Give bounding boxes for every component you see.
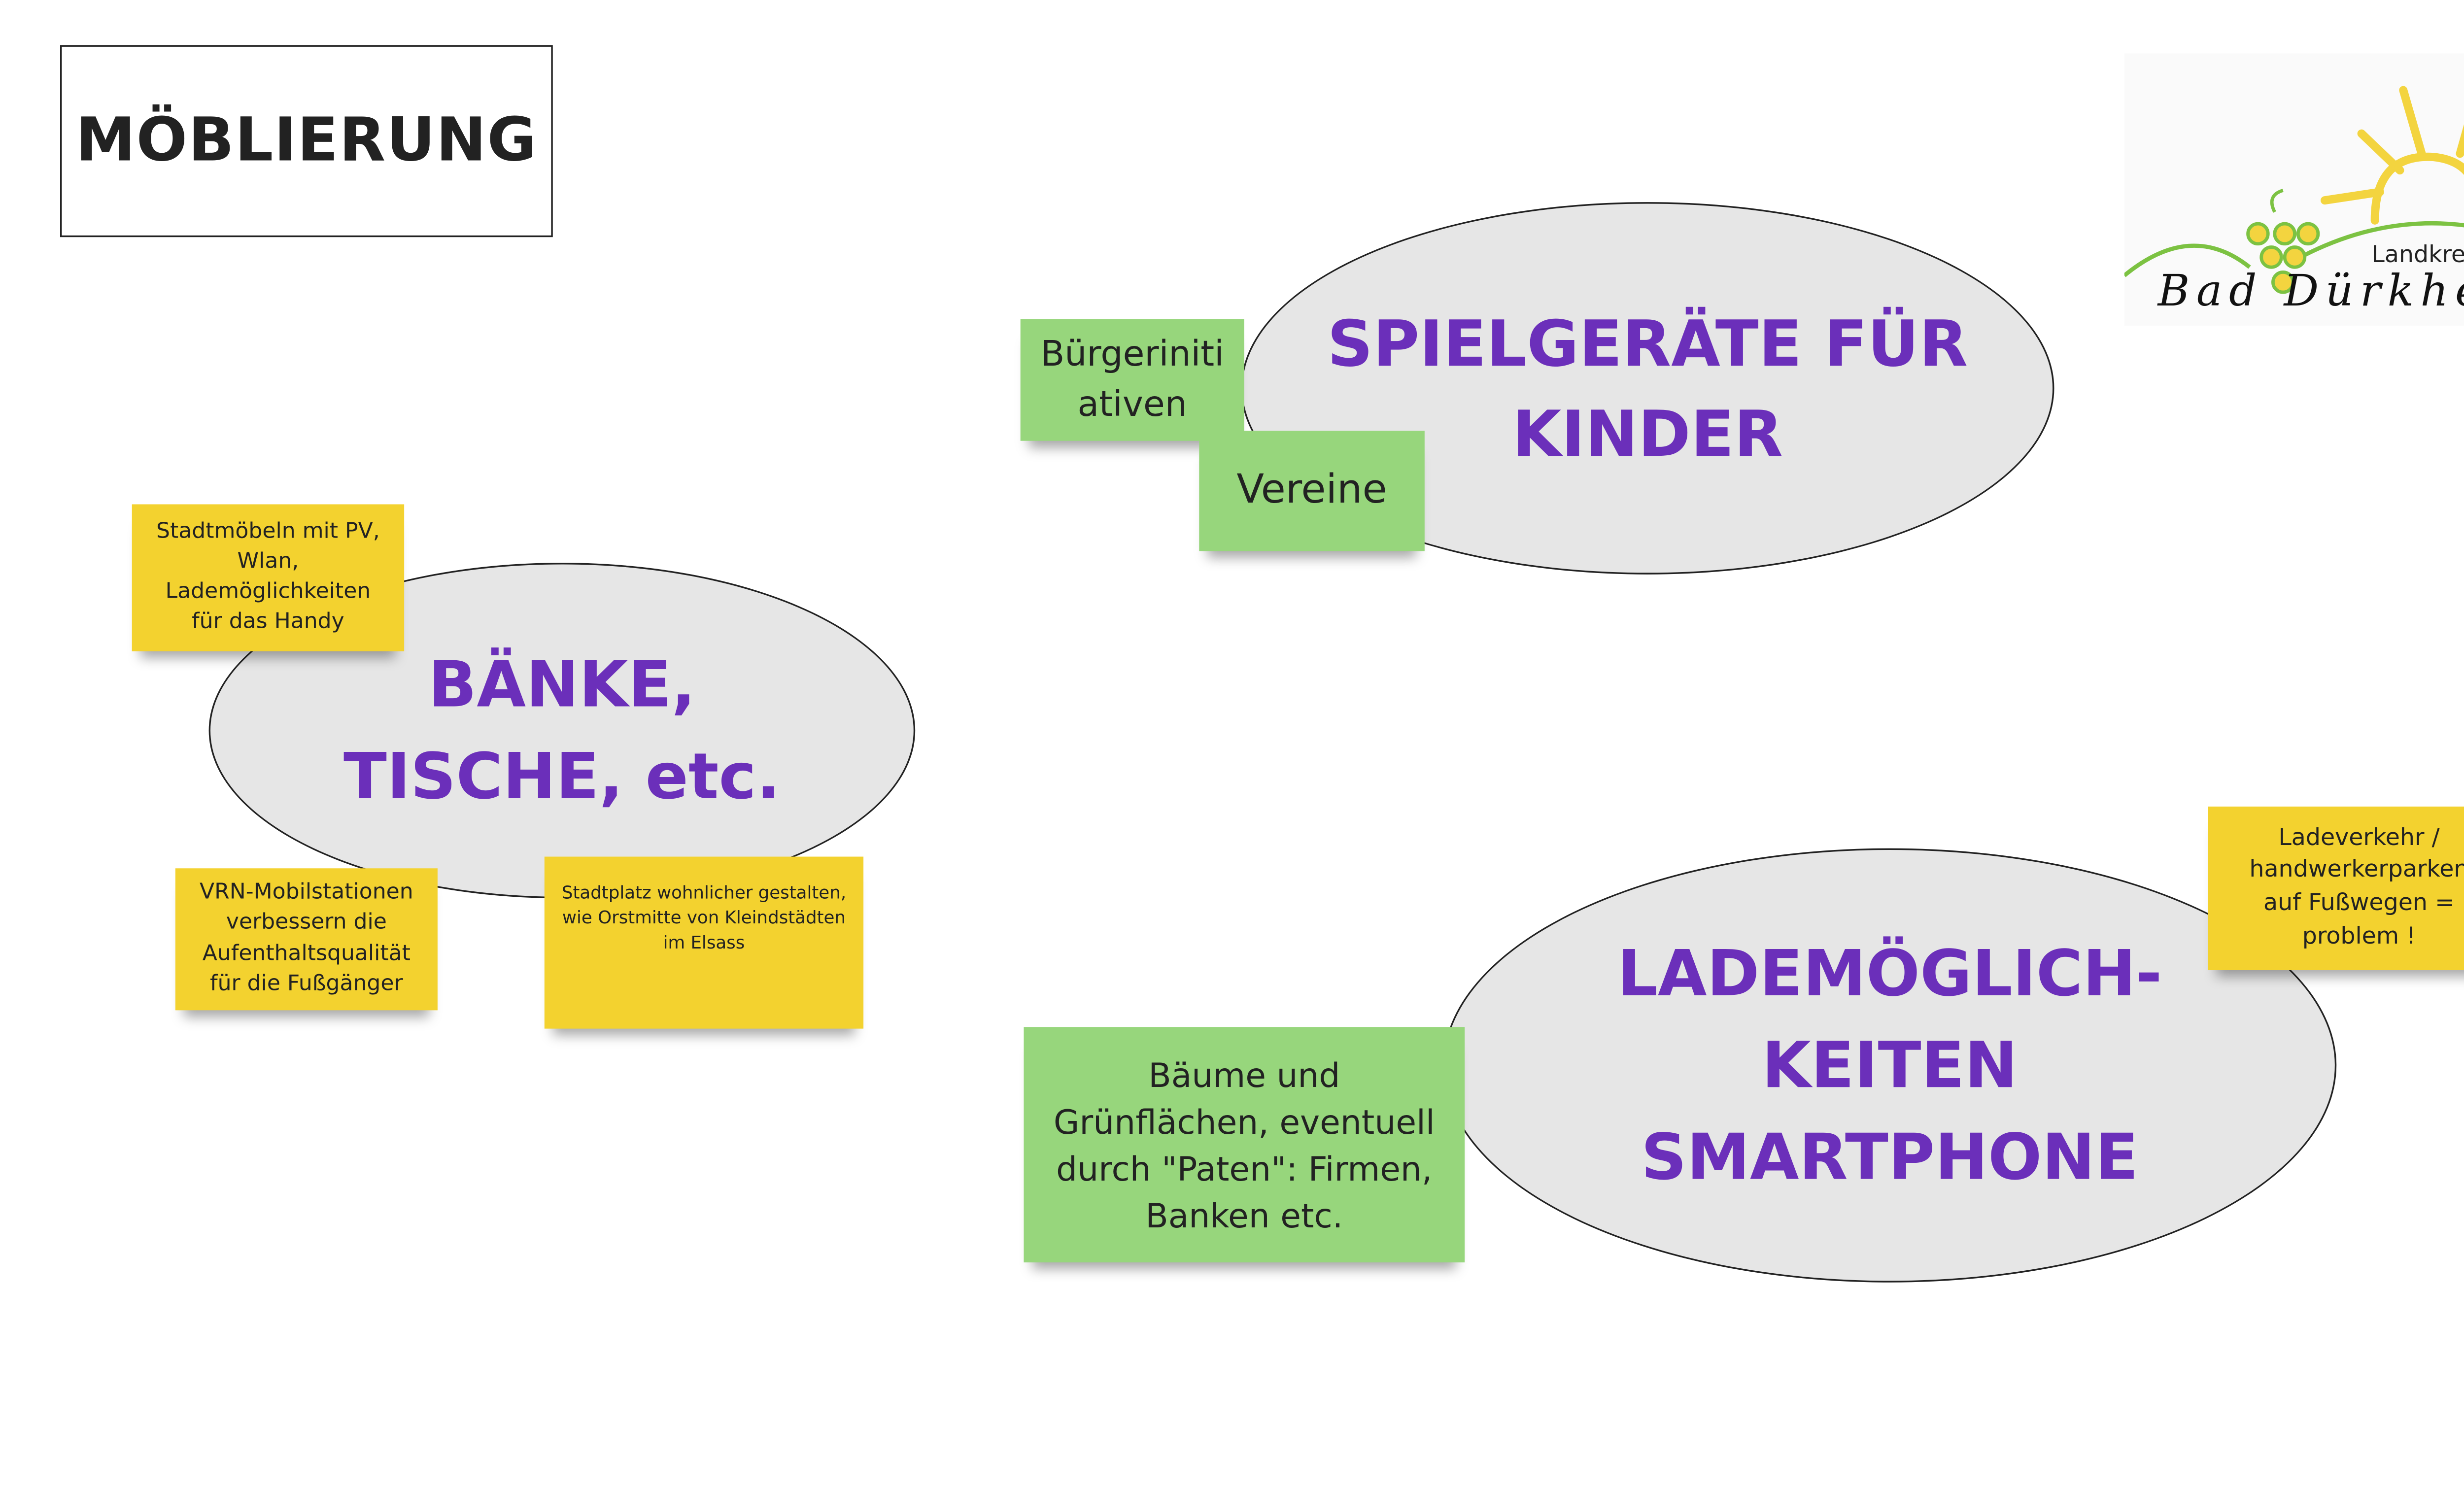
topic-line: BÄNKE, (428, 647, 696, 721)
landkreis-logo: Landkreis Bad Dürkheim (2123, 53, 2464, 326)
sticky-note-baeume[interactable]: Bäume und Grünflächen, eventuell durch "… (1024, 1027, 1465, 1263)
topic-line: TISCHE, etc. (343, 739, 781, 813)
topic-spielgeraete[interactable]: SPIELGERÄTE FÜR KINDER (1241, 202, 2054, 575)
sticky-note-vereine[interactable]: Vereine (1199, 431, 1425, 551)
board-title: MÖBLIERUNG (60, 45, 553, 237)
topic-line: SMARTPHONE (1641, 1119, 2139, 1193)
topic-line: KINDER (1512, 396, 1783, 471)
sticky-note-stadtmoebeln[interactable]: Stadtmöbeln mit PV, Wlan, Lademöglichkei… (132, 504, 405, 651)
sticky-note-buergerinitiativen[interactable]: Bürgeriniti ativen (1020, 319, 1244, 441)
topic-line: LADEMÖGLICH- (1617, 936, 2162, 1010)
sun-hills-grapes-icon (2123, 86, 2464, 294)
sticky-note-vrn[interactable]: VRN-Mobilstationen verbessern die Aufent… (175, 868, 438, 1011)
sticky-note-ladeverkehr[interactable]: Ladeverkehr / handwerkerparken auf Fußwe… (2208, 806, 2464, 971)
topic-line: SPIELGERÄTE FÜR (1327, 306, 1968, 380)
logo-landkreis-text: Landkreis (2371, 242, 2464, 269)
topic-line: KEITEN (1761, 1027, 2018, 1102)
sticky-note-stadtplatz[interactable]: Stadtplatz wohnlicher gestalten, wie Ors… (544, 856, 864, 1029)
topic-lademoeglichkeiten[interactable]: LADEMÖGLICH- KEITEN SMARTPHONE (1443, 848, 2337, 1283)
logo-script-text: Bad Dürkheim (2157, 267, 2464, 317)
